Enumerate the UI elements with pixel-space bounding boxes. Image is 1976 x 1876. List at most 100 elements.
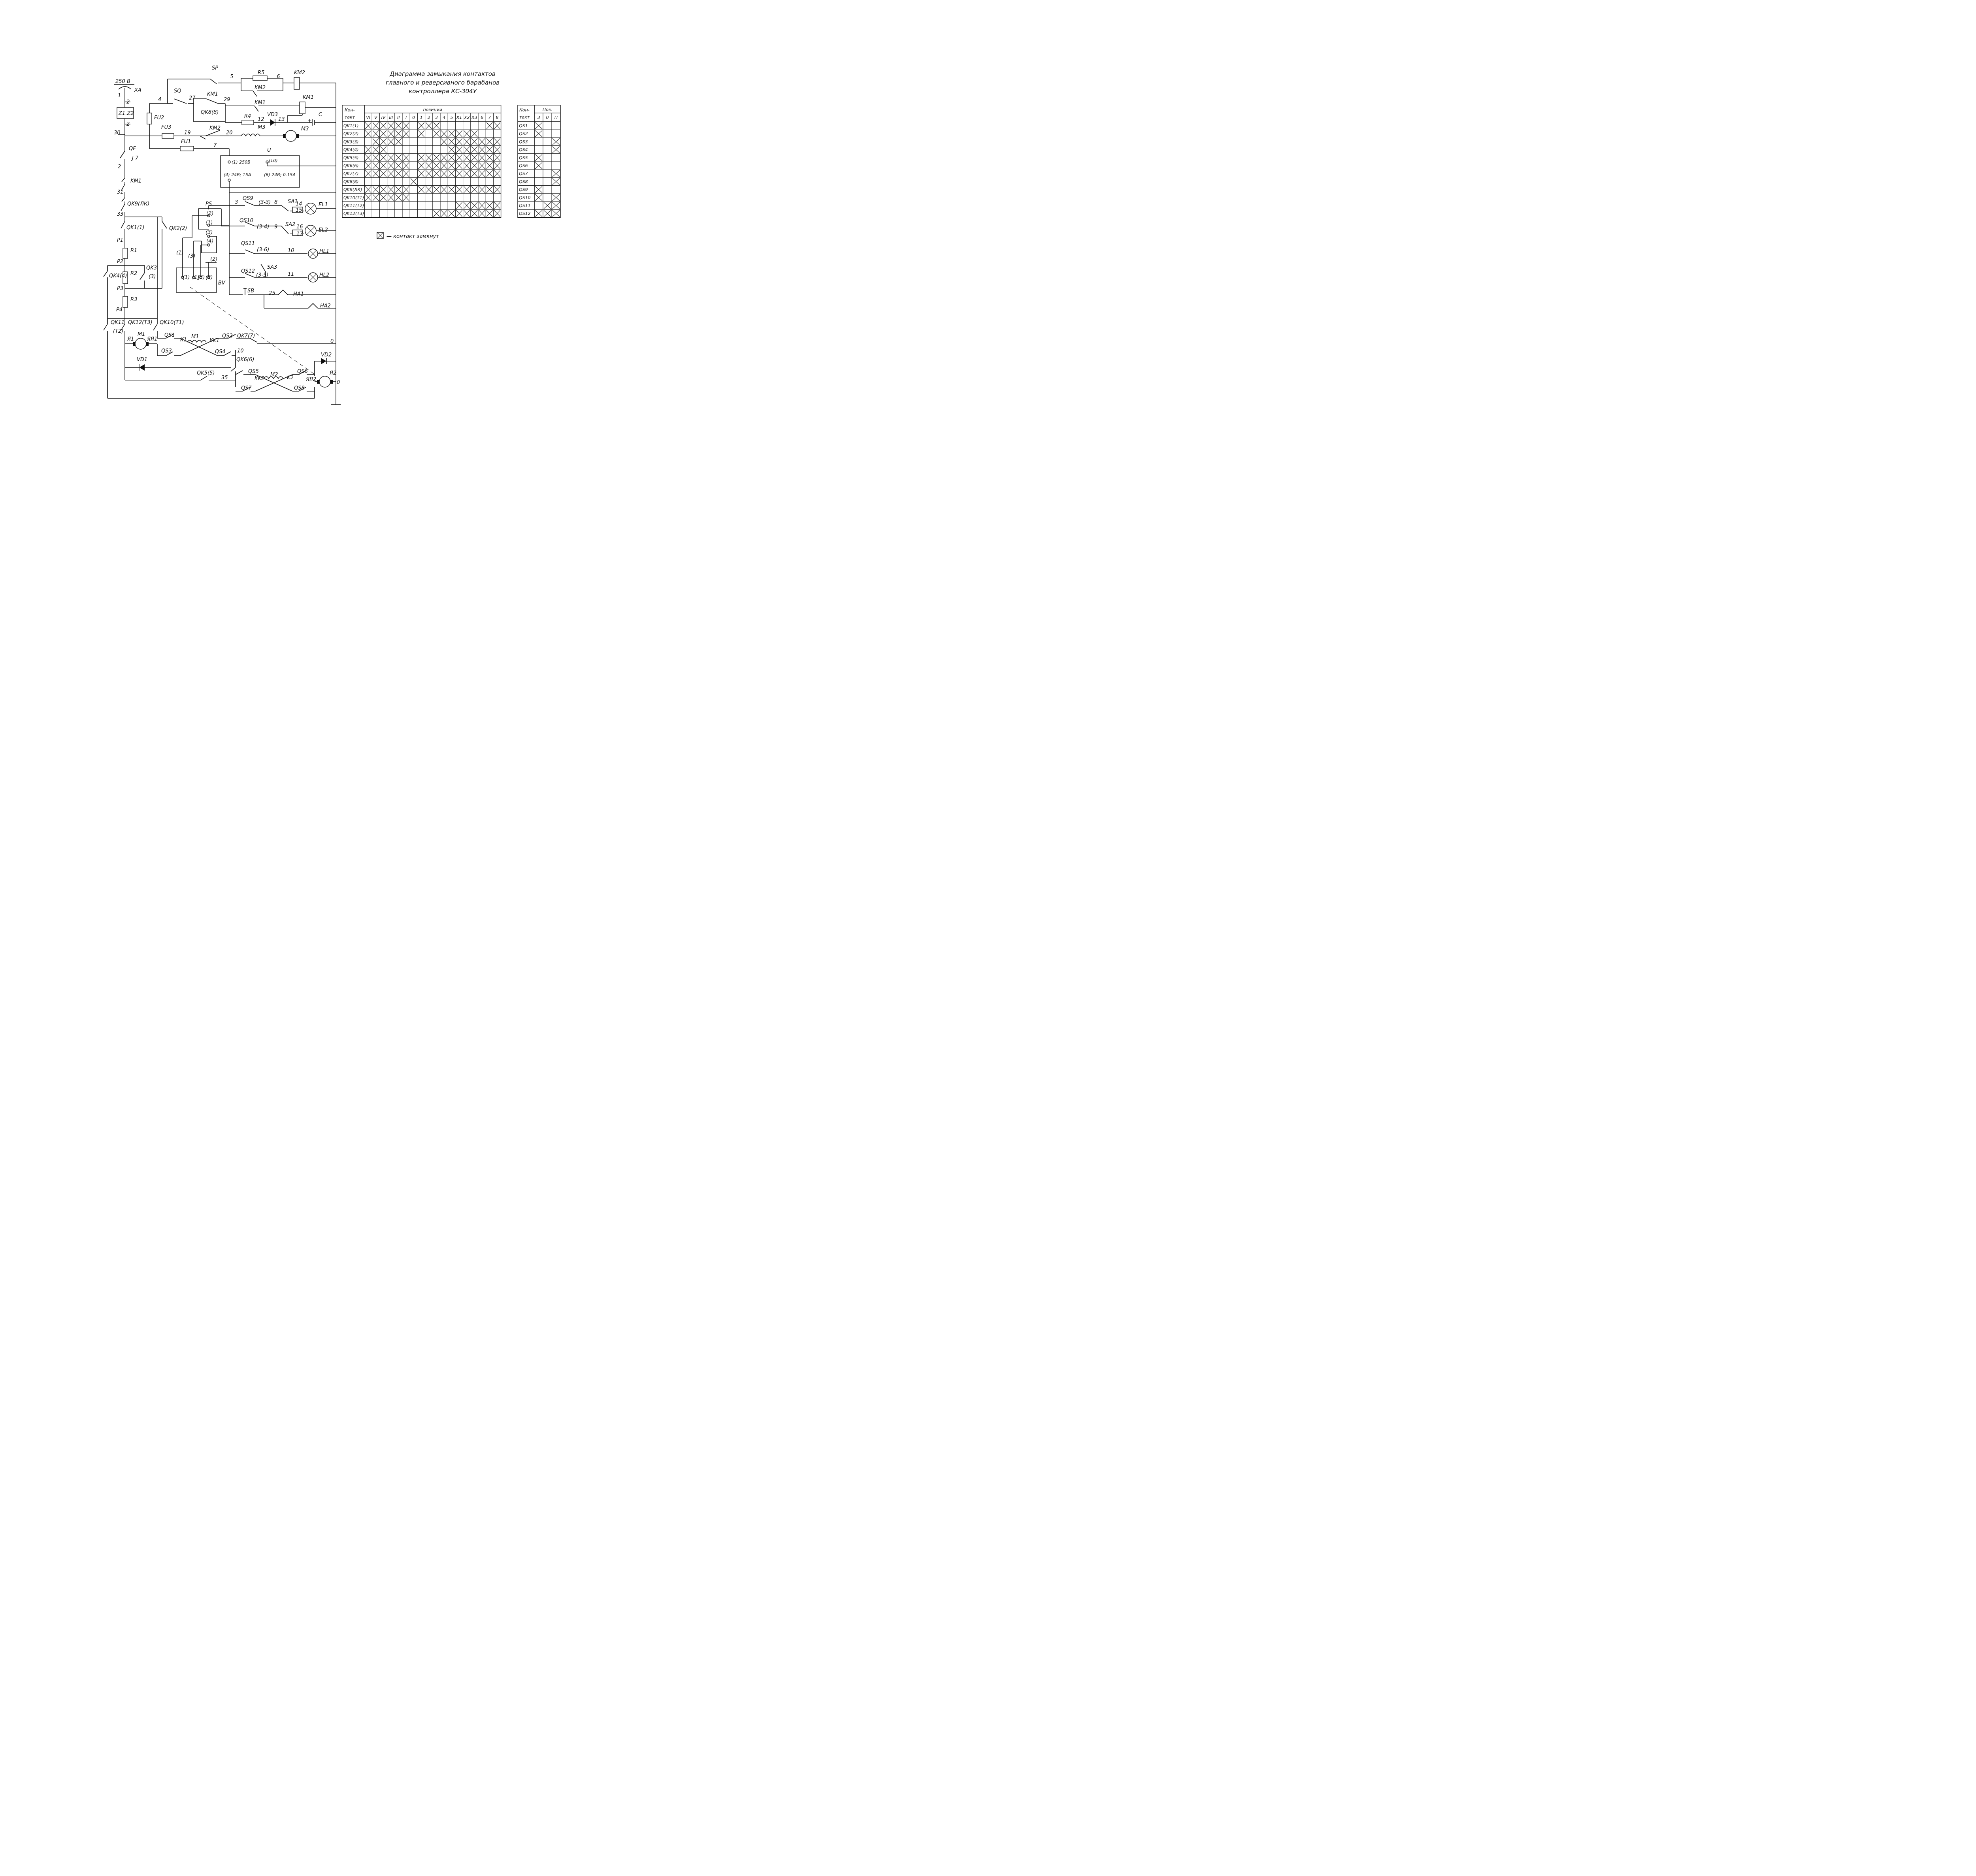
position-header: 1 — [420, 115, 423, 120]
label-u1: (1) 250В — [232, 160, 251, 165]
label-bv4: (2) — [206, 275, 213, 281]
closed-contact-mark — [403, 130, 409, 137]
closed-contact-mark — [471, 130, 478, 137]
closed-contact-mark — [494, 202, 500, 209]
closed-contact-mark — [464, 162, 470, 169]
closed-contact-mark — [471, 162, 478, 169]
contact-name: QK4(4) — [343, 147, 358, 153]
label-n17: 17 — [296, 231, 303, 237]
header-positions: позиции — [423, 107, 442, 112]
label-w1: (1) — [176, 250, 183, 256]
contact-name: QK12(T3) — [343, 211, 364, 216]
label-sa1: SA1 — [288, 199, 298, 205]
closed-contact-mark — [426, 162, 432, 169]
label-ya1: Я1 — [127, 336, 134, 342]
label-n20: 20 — [226, 130, 233, 136]
closed-contact-mark — [372, 146, 379, 153]
ps-bv-block — [176, 205, 317, 376]
small-header-contact-1: Кон- — [519, 107, 530, 113]
closed-contact-mark — [441, 130, 447, 137]
resistor-r2 — [123, 271, 128, 284]
label-sa3: SA3 — [267, 264, 277, 270]
label-km1c: KM1 — [255, 100, 266, 106]
label-xa: XA — [134, 87, 141, 93]
closed-contact-mark — [448, 210, 455, 217]
small-position-header: П — [554, 115, 558, 120]
position-header: 0 — [412, 115, 415, 120]
position-header: V — [374, 115, 378, 120]
small-header-contact-2: такт — [519, 115, 530, 120]
closed-contact-mark — [456, 202, 462, 209]
small-position-header: 0 — [546, 115, 549, 120]
closed-contact-mark — [403, 162, 409, 169]
label-qk10: QK10(T1) — [160, 320, 184, 326]
contact-name: QK11(T2) — [343, 203, 364, 208]
closed-contact-mark — [456, 170, 462, 177]
horn-ha2 — [308, 303, 318, 309]
closed-contact-mark — [535, 162, 543, 169]
closed-contact-mark — [380, 194, 387, 201]
label-ps4: (4) — [206, 238, 213, 244]
closed-contact-mark — [456, 186, 462, 193]
label-ha1: HA1 — [293, 291, 304, 297]
closed-contact-mark — [464, 146, 470, 153]
small-contact-name: QS10 — [519, 195, 531, 200]
label-qs11: QS11 — [241, 241, 255, 247]
closed-contact-mark — [486, 162, 493, 169]
label-r2: R2 — [130, 271, 137, 277]
closed-contact-mark — [395, 130, 402, 137]
closed-contact-mark — [486, 138, 493, 145]
small-table-frame — [517, 105, 561, 218]
motor-m3 — [285, 130, 297, 142]
closed-contact-mark — [403, 194, 409, 201]
label-n29: 29 — [224, 97, 230, 103]
label-kk1: KK1 — [209, 338, 219, 344]
label-qs2: QS2 — [222, 333, 233, 339]
closed-contact-mark — [494, 122, 500, 129]
fuse-fu1 — [180, 146, 194, 151]
closed-contact-mark — [433, 130, 440, 137]
label-m3b: M3 — [301, 126, 309, 132]
closed-contact-mark — [464, 170, 470, 177]
closed-contact-mark — [380, 186, 387, 193]
position-header: X1 — [456, 115, 462, 120]
label-qk8: QK8(8) — [201, 109, 219, 115]
label-hl2: HL2 — [319, 272, 329, 278]
closed-contact-mark — [403, 170, 409, 177]
closed-contact-mark — [426, 154, 432, 161]
closed-contact-mark — [365, 146, 371, 153]
closed-contact-mark — [552, 138, 560, 145]
closed-contact-mark — [471, 146, 478, 153]
closed-contact-mark — [535, 194, 543, 201]
closed-contact-mark — [494, 170, 500, 177]
label-r1: R1 — [130, 248, 137, 254]
small-contact-name: QS3 — [519, 139, 528, 144]
label-vd3: VD3 — [267, 112, 278, 118]
closed-contact-mark — [535, 122, 543, 129]
control-circuits — [125, 75, 341, 405]
closed-contact-mark — [456, 154, 462, 161]
closed-contact-mark — [479, 146, 485, 153]
label-qk5: QK5(5) — [197, 370, 215, 376]
plug-z1z2 — [117, 107, 134, 119]
label-km2b: KM2 — [255, 85, 266, 91]
closed-contact-mark — [388, 122, 394, 129]
closed-contact-mark — [471, 202, 478, 209]
small-contact-name: QS9 — [519, 187, 528, 192]
label-qk3: QK3 — [146, 265, 157, 271]
label-km1b: KM1 — [207, 91, 218, 97]
position-header: 3 — [435, 115, 438, 120]
label-bv1: (1) — [183, 275, 190, 281]
label-qk11: QK11 — [111, 320, 124, 326]
label-ps3: (3) — [206, 230, 213, 235]
label-n3: 3 — [235, 200, 238, 205]
closed-contact-mark — [552, 146, 560, 153]
closed-contact-mark — [372, 154, 379, 161]
header-contact-1: Кон- — [345, 107, 355, 113]
closed-contact-mark — [372, 194, 379, 201]
fuse-fu2 — [147, 113, 152, 124]
closed-contact-mark — [433, 186, 440, 193]
motor-m2 — [319, 376, 331, 388]
closed-contact-mark — [543, 202, 551, 209]
